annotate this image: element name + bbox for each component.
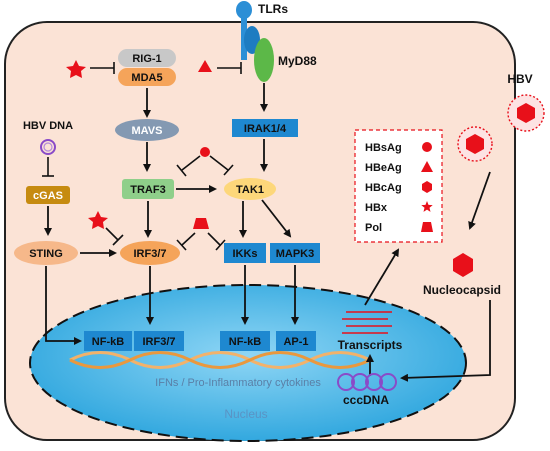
arrow: [468, 171, 491, 230]
inhibit-bar: [176, 164, 187, 177]
nfkb-left-label: NF-kB: [92, 336, 124, 348]
trapezoid-icon: [421, 222, 433, 232]
nfkb-mid-node: [220, 331, 270, 351]
hbsag-circle-icon: [200, 147, 210, 157]
inhibit-line: [105, 227, 119, 241]
transcripts-icon: [342, 311, 392, 334]
cytokines-label: IFNs / Pro-Inflammatory cytokines: [155, 377, 321, 389]
star-icon: [421, 201, 433, 212]
rig1-label: RIG-1: [132, 53, 161, 65]
traf3-label: TRAF3: [130, 184, 165, 196]
inhibit-line: [181, 232, 196, 246]
nucleocapsid-label: Nucleocapsid: [423, 283, 501, 297]
irak14-label: IRAK1/4: [244, 123, 287, 135]
irak14-node: [232, 119, 298, 137]
nucleus-label: Nucleus: [224, 407, 267, 421]
cccdna-icon: [337, 373, 397, 391]
irf37-node: [120, 241, 180, 265]
inhibit-line: [207, 232, 221, 246]
tak1-node: [224, 178, 276, 200]
myd88-label: MyD88: [278, 54, 317, 68]
sting-label: STING: [29, 248, 63, 260]
inhibit-bar: [223, 164, 234, 176]
mda5-node: [118, 68, 176, 86]
arrow: [400, 300, 491, 382]
transcripts-label: Transcripts: [338, 338, 403, 352]
legend-label: HBx: [365, 202, 388, 214]
hbv-dna-label: HBV DNA: [23, 120, 73, 132]
arrow: [364, 248, 400, 306]
ap1-node: [276, 331, 316, 351]
mda5-label: MDA5: [131, 72, 162, 84]
hbx-star-icon: [66, 60, 86, 78]
mapk3-node: [270, 243, 320, 263]
mavs-node: [115, 119, 179, 141]
mavs-label: MAVS: [132, 125, 163, 137]
legend-label: HBcAg: [365, 182, 402, 194]
nucleus: [29, 284, 467, 442]
tlrs-label: TLRs: [258, 2, 288, 16]
legend-label: HBeAg: [365, 162, 402, 174]
hbeag-triangle-icon: [198, 60, 212, 72]
inhibit-bar: [215, 239, 226, 251]
traf3-node: [122, 179, 174, 199]
cccdna-label: cccDNA: [343, 393, 389, 407]
nfkb-left-node: [84, 331, 132, 351]
nucleocapsid-icon: [453, 253, 473, 277]
legend-label: HBsAg: [365, 142, 402, 154]
mapk3-label: MAPK3: [276, 248, 315, 260]
hexagon-icon: [422, 181, 432, 193]
legend-label: Pol: [365, 222, 382, 234]
rig1-node: [118, 49, 176, 67]
hbv-dna-icon: [40, 139, 56, 155]
irf37-nuclear-label: IRF3/7: [142, 336, 175, 348]
arrow: [261, 199, 292, 238]
cgas-node: [26, 186, 70, 204]
hbv-virion-icon: [457, 126, 493, 162]
triangle-icon: [421, 161, 433, 172]
inhibit-line: [209, 155, 229, 171]
ikks-label: IKKs: [232, 248, 257, 260]
hbv-dna-icon-inner: [43, 142, 53, 152]
ikks-node: [224, 243, 266, 263]
inhibit-bar: [176, 239, 187, 251]
irf37-label: IRF3/7: [133, 248, 166, 260]
dna-strands: [69, 351, 371, 369]
hbv-label: HBV: [507, 72, 532, 86]
hbx-star-icon: [88, 211, 108, 229]
inhibit-bar: [112, 234, 124, 246]
tak1-label: TAK1: [236, 184, 264, 196]
nfkb-mid-label: NF-kB: [229, 336, 261, 348]
myd88-node: [254, 38, 274, 82]
pol-trapezoid-icon: [193, 218, 209, 229]
arrow: [45, 266, 82, 345]
ap1-label: AP-1: [283, 336, 308, 348]
circle-icon: [422, 142, 432, 152]
sting-node: [14, 241, 78, 265]
hbv-virion-icon: [507, 94, 545, 132]
cgas-label: cGAS: [33, 190, 63, 202]
inhibit-line: [181, 155, 201, 171]
irf37-nuclear-node: [134, 331, 184, 351]
